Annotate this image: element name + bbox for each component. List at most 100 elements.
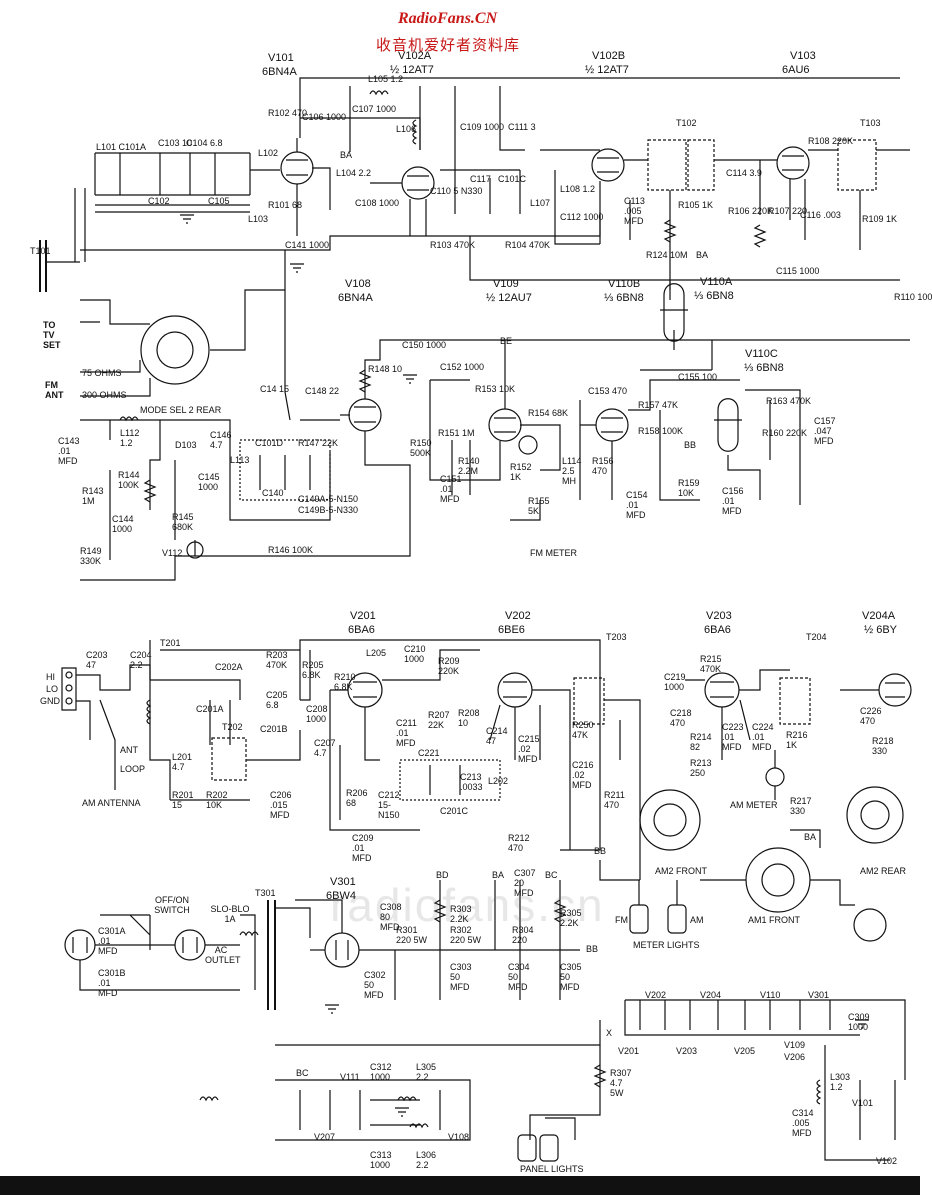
r208-label: R208 10 bbox=[458, 708, 480, 728]
t101-label: T101 bbox=[30, 246, 51, 256]
r163-label: R163 470K bbox=[766, 396, 812, 406]
r202-label: R202 10K bbox=[206, 790, 228, 810]
r155-label: R155 5K bbox=[528, 496, 550, 516]
tube-v102b-id: V102B bbox=[592, 50, 626, 62]
r154-label: R154 68K bbox=[528, 408, 569, 418]
l305-label: L305 2.2 bbox=[416, 1062, 437, 1082]
t103-box bbox=[837, 139, 877, 191]
bb1-label: BB bbox=[684, 440, 697, 450]
c148-label: C148 22 bbox=[305, 386, 340, 396]
tube-v202-type: 6BE6 bbox=[498, 624, 525, 636]
am-meter-label: AM METER bbox=[730, 800, 778, 810]
c143-label: C143 .01 MFD bbox=[58, 436, 80, 466]
t301-label: T301 bbox=[255, 888, 276, 898]
c111-label: C111 3 bbox=[508, 122, 536, 132]
r108-label: R108 220K bbox=[808, 136, 854, 146]
c305-label: C305 50 MFD bbox=[560, 962, 582, 992]
fm-lamp-socket bbox=[853, 908, 887, 942]
c101d-label: C101D bbox=[255, 438, 284, 448]
c307-label: C307 20 MFD bbox=[514, 868, 536, 898]
tube-v110c-type: ⅓ 6BN8 bbox=[744, 362, 784, 374]
r104-label: R104 470K bbox=[505, 240, 551, 250]
t102-box bbox=[647, 139, 687, 191]
v204a-tube bbox=[878, 673, 912, 707]
c314-label: C314 .005 MFD bbox=[792, 1108, 814, 1138]
c144-label: C144 1000 bbox=[112, 514, 134, 534]
c145-label: C145 1000 bbox=[198, 472, 220, 492]
tube-v201-id: V201 bbox=[350, 610, 376, 622]
c223-label: C223 .01 MFD bbox=[722, 722, 744, 752]
r303-label: R303 2.2K bbox=[450, 904, 472, 924]
r151-label: R151 1M bbox=[438, 428, 475, 438]
tube-v109-id: V109 bbox=[493, 278, 519, 290]
gnd-label: GND bbox=[40, 696, 60, 706]
panel-lamp-right bbox=[539, 1134, 559, 1162]
watermark-site: RadioFans.CN bbox=[398, 10, 498, 27]
tube-v203-type: 6BA6 bbox=[704, 624, 731, 636]
c313-label: C313 1000 bbox=[370, 1150, 392, 1170]
c155-label: C155 100 bbox=[678, 372, 718, 382]
r147-label: R147 22K bbox=[298, 438, 339, 448]
r101-label: R101 68 bbox=[268, 200, 303, 210]
ba4-label: BA bbox=[492, 870, 505, 880]
r153-label: R153 10K bbox=[475, 384, 516, 394]
ant-label: ANT bbox=[120, 745, 138, 755]
c303-label: C303 50 MFD bbox=[450, 962, 472, 992]
tube-v108-type: 6BN4A bbox=[338, 292, 373, 304]
l102-label: L102 bbox=[258, 148, 279, 158]
r217-label: R217 330 bbox=[790, 796, 812, 816]
c224-label: C224 .01 MFD bbox=[752, 722, 774, 752]
c102-label: C102 bbox=[148, 196, 170, 206]
bc1-label: BC bbox=[545, 870, 558, 880]
ba2-label: BA bbox=[696, 250, 709, 260]
c113-label: C113 .005 MFD bbox=[624, 196, 645, 226]
am2-front-label: AM2 FRONT bbox=[655, 866, 708, 876]
c117-label: C117 bbox=[470, 174, 491, 184]
c14-label: C14 15 bbox=[260, 384, 290, 394]
r146-label: R146 100K bbox=[268, 545, 314, 555]
bb3-label: BB bbox=[586, 944, 599, 954]
tube-v102b-type: ½ 12AT7 bbox=[585, 64, 629, 76]
c211-label: C211 .01 MFD bbox=[396, 718, 417, 748]
be-label: BE bbox=[500, 336, 513, 346]
ac-plug bbox=[64, 929, 96, 961]
meter-lights-label: METER LIGHTS bbox=[633, 940, 700, 950]
l112-label: L112 1.2 bbox=[120, 428, 140, 448]
l106-label: L106 bbox=[396, 124, 417, 134]
v301-tube bbox=[324, 932, 360, 968]
v102b-label: V102 bbox=[876, 1156, 898, 1166]
r205-label: R205 6.8K bbox=[302, 660, 324, 680]
t102-label: T102 bbox=[676, 118, 697, 128]
l303-label: L303 1.2 bbox=[830, 1072, 851, 1092]
bd-label: BD bbox=[436, 870, 449, 880]
c116-label: C116 .003 bbox=[800, 210, 841, 220]
watermark-mid: radiofans.cn bbox=[330, 879, 605, 931]
l105-label: L105 1.2 bbox=[368, 74, 404, 84]
slo-blo-label: SLO-BLO 1A bbox=[210, 904, 250, 924]
v111-label: V111 bbox=[340, 1072, 360, 1082]
tube-v202-id: V202 bbox=[505, 610, 531, 622]
t203-box bbox=[573, 677, 605, 725]
r201-label: R201 15 bbox=[172, 790, 194, 810]
mode-selector-switch bbox=[140, 315, 210, 385]
v101b-label: V101 bbox=[852, 1098, 874, 1108]
v202-tube bbox=[497, 672, 533, 708]
component-glyphs bbox=[119, 90, 822, 1129]
tube-v110c-id: V110C bbox=[745, 348, 778, 360]
l101-label: L101 C101A bbox=[96, 142, 147, 152]
c216-label: C216 .02 MFD bbox=[572, 760, 594, 790]
tube-v203-id: V203 bbox=[706, 610, 732, 622]
r203-label: R203 470K bbox=[266, 650, 288, 670]
t202-label: T202 bbox=[222, 722, 243, 732]
c146-label: C146 4.7 bbox=[210, 430, 232, 450]
r218-label: R218 330 bbox=[872, 736, 894, 756]
v202b-label: V202 bbox=[645, 990, 667, 1000]
c157-label: C157 .047 MFD bbox=[814, 416, 836, 446]
lo-label: LO bbox=[46, 684, 59, 694]
c221-label: C221 bbox=[418, 748, 440, 758]
v109-tube bbox=[488, 408, 522, 442]
c115-label: C115 1000 bbox=[776, 266, 820, 276]
c101c-label: C101C bbox=[498, 174, 527, 184]
r143-label: R143 1M bbox=[82, 486, 104, 506]
tube-v204a-id: V204A bbox=[862, 610, 896, 622]
